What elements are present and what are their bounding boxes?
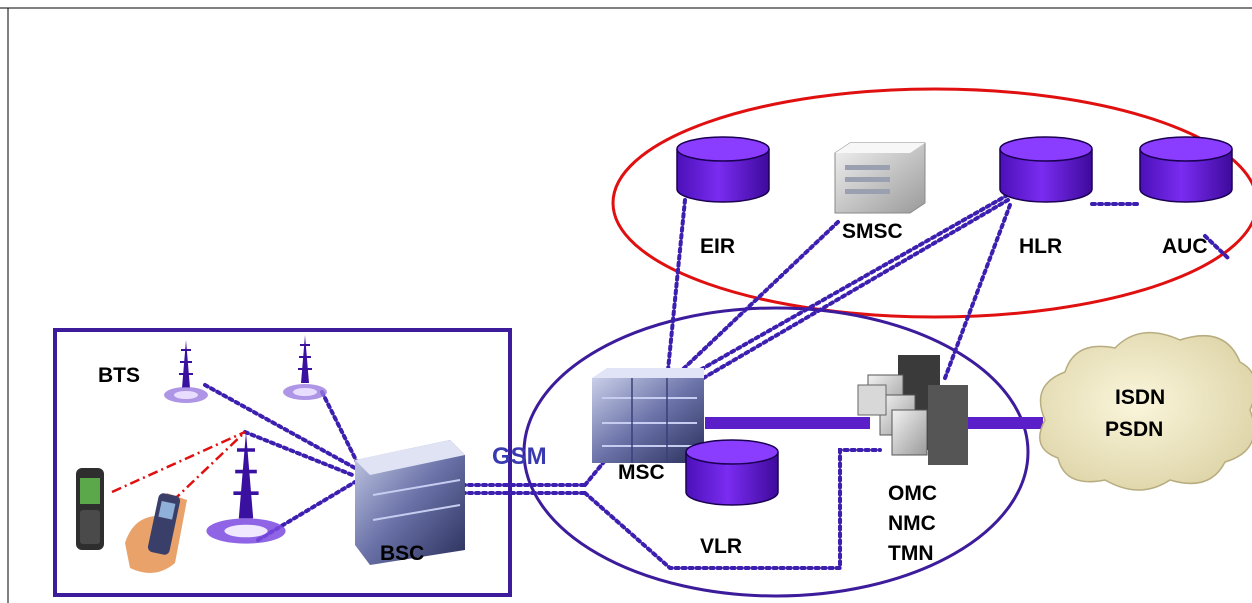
label-hlr: HLR <box>1019 235 1062 258</box>
database-cylinder-icon <box>685 439 779 506</box>
label-omc: OMC <box>888 482 937 505</box>
label-psdn: PSDN <box>1105 418 1163 441</box>
label-gsm: GSM <box>492 443 547 470</box>
label-auc: AUC <box>1162 235 1208 258</box>
omc-cloud-trunk <box>968 417 1043 429</box>
label-msc: MSC <box>618 461 665 484</box>
label-eir: EIR <box>700 235 735 258</box>
label-nmc: NMC <box>888 512 936 535</box>
bts-tower-icon <box>164 339 208 403</box>
database-cylinder-icon <box>999 136 1093 203</box>
label-smsc: SMSC <box>842 220 903 243</box>
label-bsc: BSC <box>380 542 424 565</box>
cloud-icon <box>1039 331 1252 491</box>
database-cylinder-icon <box>1139 136 1233 203</box>
label-tmn: TMN <box>888 542 934 565</box>
label-isdn: ISDN <box>1115 386 1165 409</box>
msc-omc-trunk <box>705 417 870 429</box>
base-station-subsystem-box <box>53 328 512 597</box>
database-cylinder-icon <box>676 136 770 203</box>
label-vlr: VLR <box>700 535 742 558</box>
bsc-rack-icon <box>355 440 465 565</box>
hand-phone-icon <box>125 493 187 573</box>
bts-tower-icon <box>206 430 286 544</box>
label-bts: BTS <box>98 364 140 387</box>
core-network-ring <box>611 87 1252 319</box>
smsc-server-icon <box>834 142 926 214</box>
switching-subsystem-ring <box>522 306 1030 598</box>
mobile-phone-icon <box>76 468 104 550</box>
msc-server-icon <box>592 368 704 463</box>
omc-computer-cluster-icon <box>857 355 968 465</box>
bts-tower-icon <box>283 334 327 400</box>
